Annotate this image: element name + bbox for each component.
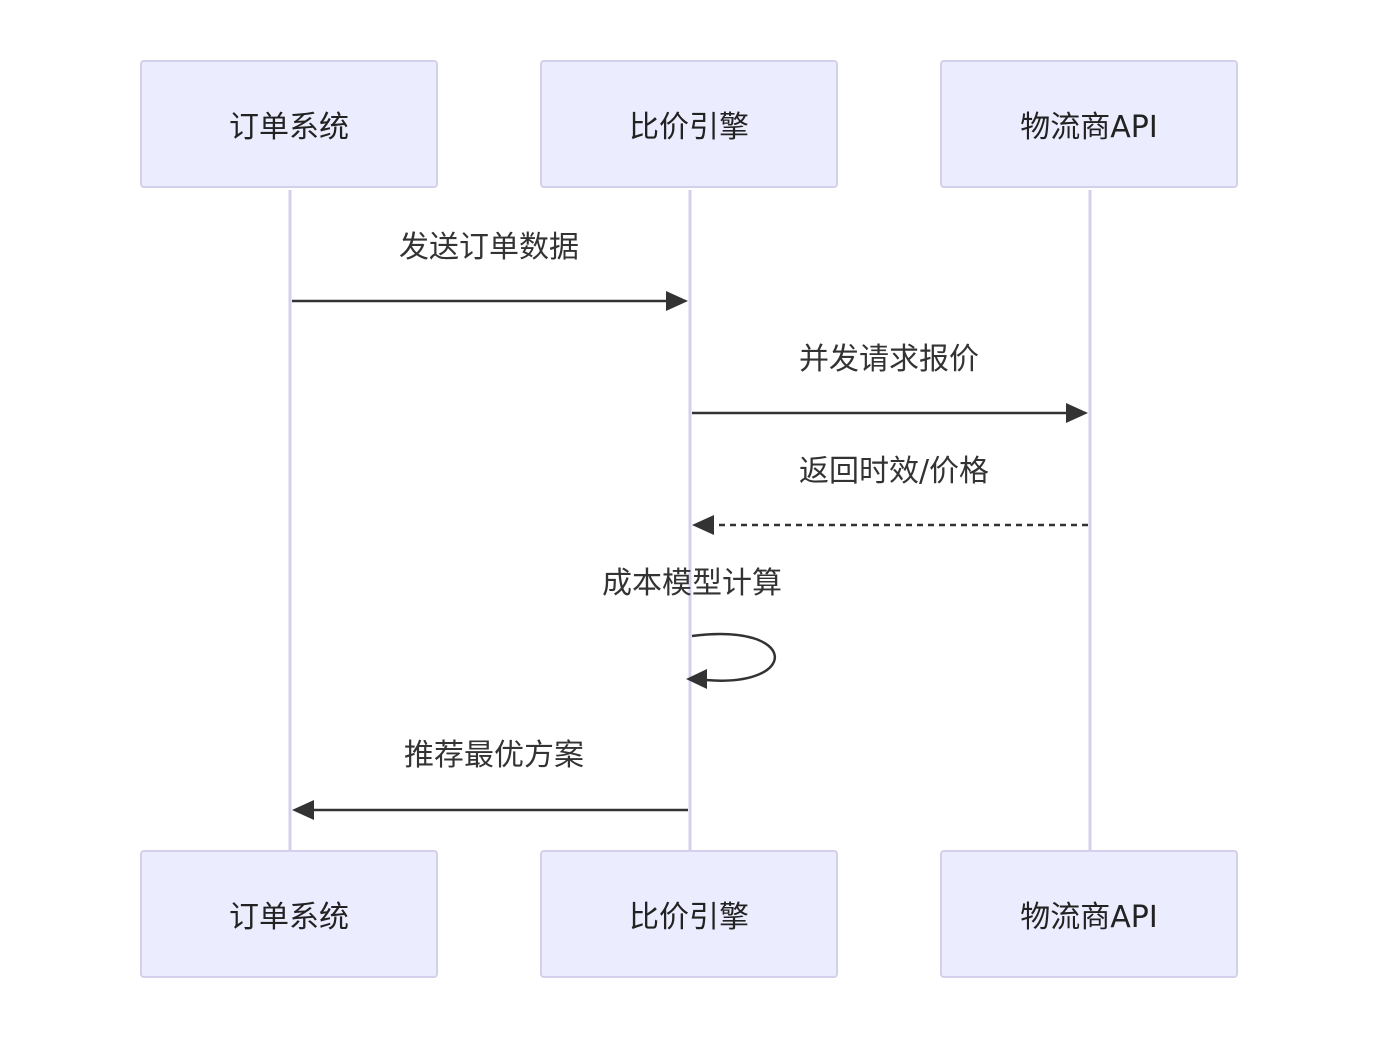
message-label-1: 发送订单数据 <box>399 230 579 265</box>
message-arrow-4 <box>691 632 777 682</box>
message-label-5: 推荐最优方案 <box>404 738 584 773</box>
message-label-4: 成本模型计算 <box>602 566 782 601</box>
participant-box-order-bottom[interactable]: 订单系统 <box>140 850 438 978</box>
participant-label: 比价引擎 <box>629 110 749 145</box>
message-label-2: 并发请求报价 <box>799 342 979 377</box>
arrowhead-4 <box>686 669 707 689</box>
participant-box-logistics-bottom[interactable]: 物流商API <box>940 850 1238 978</box>
participant-label: 比价引擎 <box>629 900 749 935</box>
participant-label: 物流商API <box>1020 110 1158 145</box>
participant-box-engine-bottom[interactable]: 比价引擎 <box>540 850 838 978</box>
participant-box-logistics-top[interactable]: 物流商API <box>940 60 1238 188</box>
arrowhead-2 <box>1066 403 1088 423</box>
arrowhead-1 <box>666 291 688 311</box>
participant-box-order-top[interactable]: 订单系统 <box>140 60 438 188</box>
arrowhead-3 <box>692 515 714 535</box>
participant-label: 订单系统 <box>229 900 349 935</box>
participant-box-engine-top[interactable]: 比价引擎 <box>540 60 838 188</box>
message-label-3: 返回时效/价格 <box>798 454 990 489</box>
arrowhead-5 <box>292 800 314 820</box>
participant-label: 物流商API <box>1020 900 1158 935</box>
participant-label: 订单系统 <box>229 110 349 145</box>
